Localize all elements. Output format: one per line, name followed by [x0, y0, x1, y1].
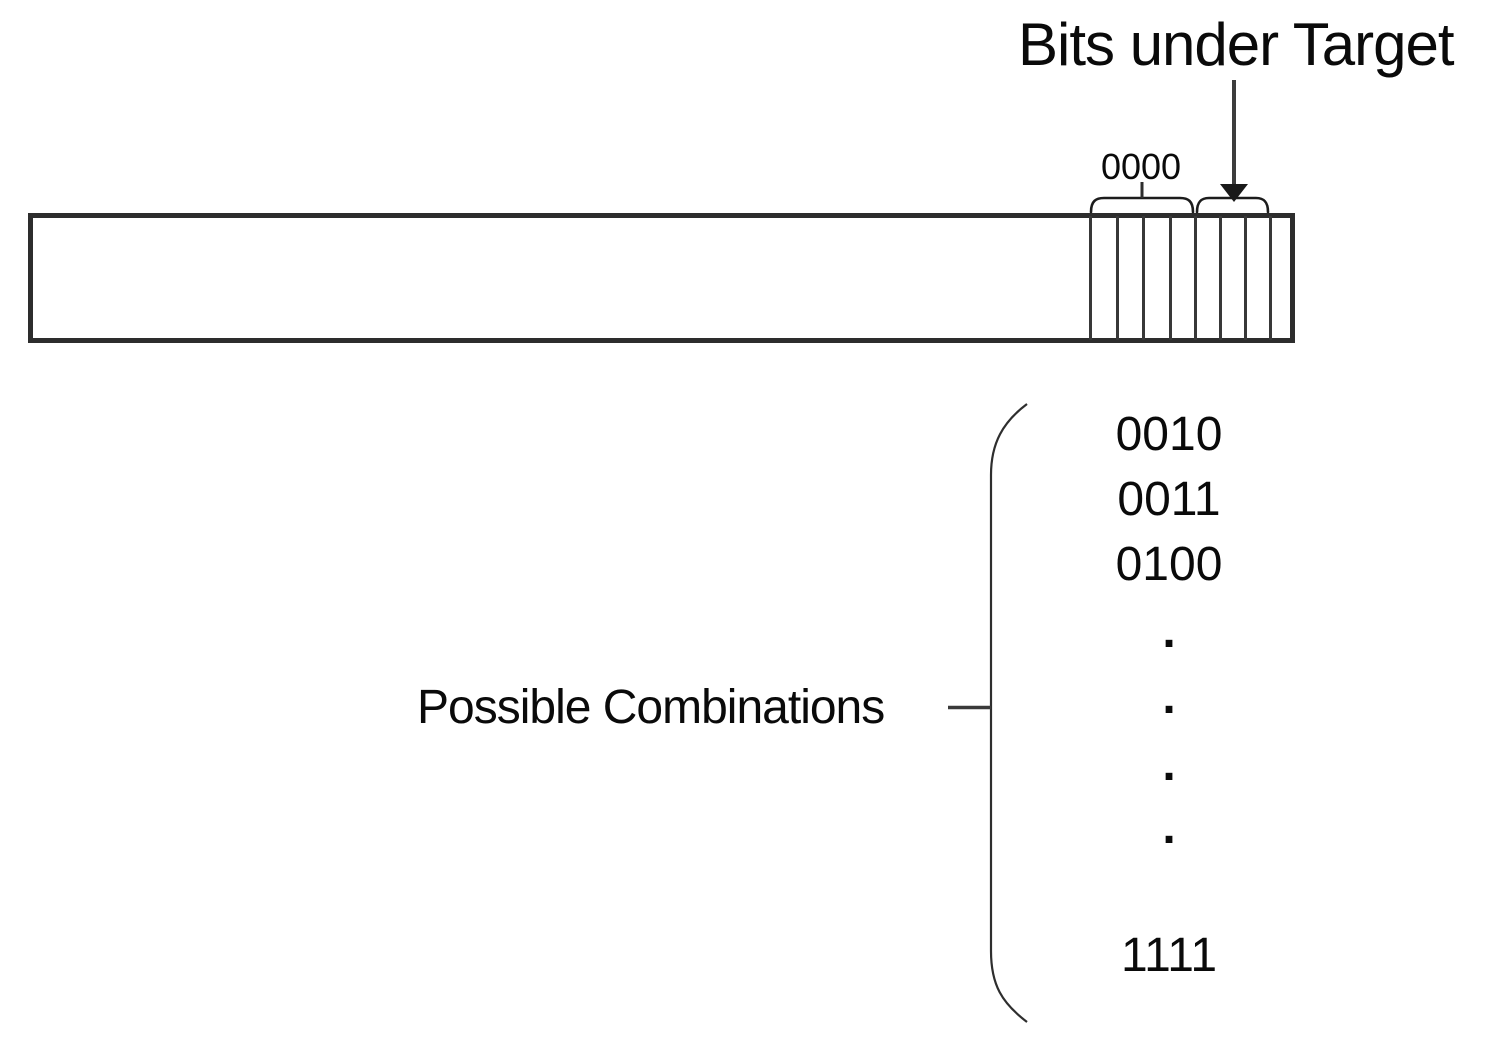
possible-combinations-label: Possible Combinations	[417, 681, 885, 734]
target-bits-bracket	[1195, 196, 1270, 214]
combination-row: 0100	[1115, 538, 1223, 591]
combinations-brace	[989, 403, 1028, 1023]
bit-array-bar	[28, 213, 1295, 343]
diagram-title: Bits under Target	[1018, 11, 1454, 78]
combination-row: 1111	[1120, 929, 1218, 982]
ellipsis-dot: .	[1162, 738, 1176, 791]
bit-group-bracket	[1089, 196, 1195, 214]
bit-group-label: 0000	[1100, 146, 1182, 187]
bit-cell-dividers	[1089, 216, 1272, 340]
target-arrow-icon	[1220, 80, 1248, 202]
ellipsis-dot: .	[1162, 801, 1176, 854]
combination-row: 0010	[1115, 408, 1223, 461]
ellipsis-dot: .	[1162, 671, 1176, 724]
combination-row: 0011	[1117, 473, 1221, 526]
ellipsis-dot: .	[1162, 605, 1176, 658]
